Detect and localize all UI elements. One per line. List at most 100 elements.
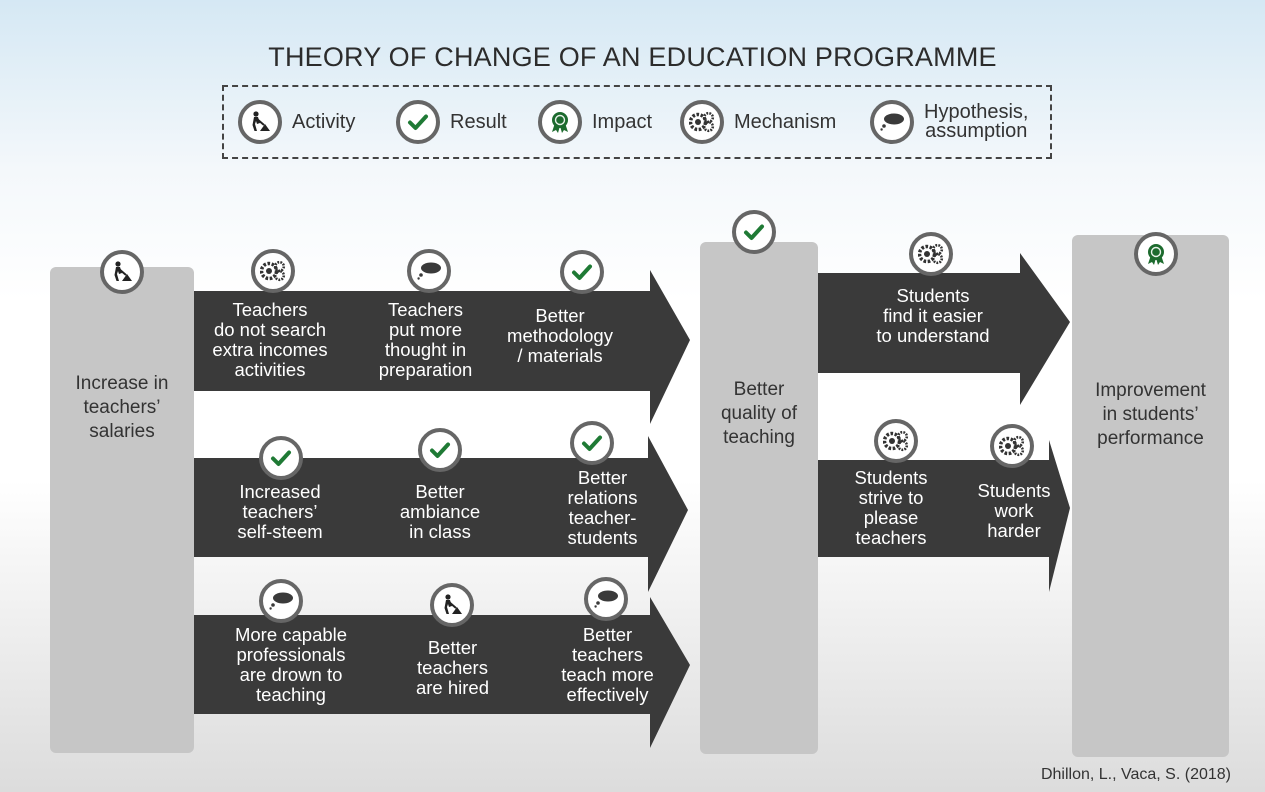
improvement-line: in students’ bbox=[1102, 404, 1199, 425]
text-line: to understand bbox=[876, 325, 990, 346]
quality-line: Better bbox=[733, 379, 785, 400]
gears-icon bbox=[909, 232, 953, 276]
improvement-line: Improvement bbox=[1095, 380, 1206, 401]
text-line: effectively bbox=[566, 684, 649, 705]
text-line: work bbox=[994, 500, 1034, 521]
salaries-line: Increase in bbox=[75, 373, 169, 394]
text-line: activities bbox=[234, 359, 306, 380]
text-line: Teachers bbox=[232, 299, 308, 320]
impact-medal-icon bbox=[1134, 232, 1178, 276]
text-line: teachers’ bbox=[242, 501, 318, 522]
text-line: teachers bbox=[855, 527, 927, 548]
thought-bubble-icon bbox=[870, 100, 914, 144]
text-line: relations bbox=[567, 487, 638, 508]
students-easier-text: Students find it easier to understand bbox=[858, 286, 1008, 346]
text-line: ambiance bbox=[399, 501, 481, 522]
impact-medal-icon bbox=[538, 100, 582, 144]
legend-activity-label: Activity bbox=[292, 110, 356, 133]
row3-text-c: Better teachers teach more effectively bbox=[545, 625, 670, 705]
text-line: Students bbox=[977, 480, 1051, 501]
salaries-line: salaries bbox=[89, 421, 155, 442]
students-work-text: Students work harder bbox=[968, 481, 1060, 541]
check-icon bbox=[732, 210, 776, 254]
text-line: teachers bbox=[572, 644, 643, 665]
text-line: self-steem bbox=[237, 521, 323, 542]
students-strive-text: Students strive to please teachers bbox=[836, 468, 946, 548]
quality-line: quality of bbox=[720, 403, 798, 424]
text-line: Better bbox=[427, 637, 478, 658]
check-icon bbox=[259, 436, 303, 480]
row2-text-c: Better relations teacher- students bbox=[540, 468, 665, 548]
gears-icon bbox=[874, 419, 918, 463]
check-icon bbox=[560, 250, 604, 294]
check-icon bbox=[396, 100, 440, 144]
legend-impact-label: Impact bbox=[592, 110, 653, 133]
text-line: More capable bbox=[234, 624, 348, 645]
improvement-line: performance bbox=[1097, 428, 1204, 449]
legend: Activity Result Impact Mechanism Hypothe… bbox=[222, 85, 1052, 159]
legend-hypothesis-line1: Hypothesis, bbox=[924, 101, 1029, 123]
legend-hypothesis-label: Hypothesis, assumption bbox=[924, 101, 1029, 141]
column-salaries-label: Increase in teachers’ salaries bbox=[50, 372, 194, 444]
column-quality: Better quality of teaching bbox=[700, 242, 818, 754]
legend-mechanism-label: Mechanism bbox=[734, 110, 837, 133]
gears-icon bbox=[251, 249, 295, 293]
arrow-students-strive bbox=[818, 440, 1070, 592]
text-line: harder bbox=[987, 520, 1041, 541]
column-quality-label: Better quality of teaching bbox=[700, 378, 818, 450]
column-improvement: Improvement in students’ performance bbox=[1072, 235, 1229, 757]
text-line: Increased bbox=[239, 481, 321, 502]
row3-text-b: Better teachers are hired bbox=[395, 638, 510, 698]
thought-bubble-icon bbox=[407, 249, 451, 293]
column-salaries: Increase in teachers’ salaries bbox=[50, 267, 194, 753]
text-line: Better bbox=[582, 624, 633, 645]
thought-bubble-icon bbox=[259, 579, 303, 623]
text-line: extra incomes bbox=[212, 339, 328, 360]
activity-icon bbox=[100, 250, 144, 294]
legend-mechanism: Mechanism bbox=[680, 87, 836, 157]
arrow-row1 bbox=[194, 270, 690, 424]
activity-icon bbox=[238, 100, 282, 144]
text-line: teaching bbox=[256, 684, 326, 705]
arrow-students-easier bbox=[818, 253, 1070, 405]
quality-line: teaching bbox=[723, 427, 795, 448]
text-line: professionals bbox=[236, 644, 346, 665]
text-line: teach more bbox=[561, 664, 654, 685]
row3-text-a: More capable professionals are drown to … bbox=[212, 625, 370, 705]
text-line: methodology bbox=[507, 325, 613, 346]
arrow-row2 bbox=[194, 436, 688, 592]
text-line: students bbox=[567, 527, 638, 548]
text-line: Students bbox=[896, 285, 970, 306]
gears-icon bbox=[990, 424, 1034, 468]
gears-icon bbox=[680, 100, 724, 144]
row1-text-a: Teachers do not search extra incomes act… bbox=[200, 300, 340, 380]
text-line: Better bbox=[535, 305, 585, 326]
text-line: strive to bbox=[858, 487, 924, 508]
row2-text-b: Better ambiance in class bbox=[380, 482, 500, 542]
activity-icon bbox=[430, 583, 474, 627]
text-line: / materials bbox=[517, 345, 603, 366]
row1-text-c: Better methodology / materials bbox=[490, 306, 630, 366]
legend-hypothesis: Hypothesis, assumption bbox=[870, 87, 1029, 157]
source-credit: Dhillon, L., Vaca, S. (2018) bbox=[1040, 766, 1231, 783]
check-icon bbox=[570, 421, 614, 465]
text-line: preparation bbox=[378, 359, 473, 380]
text-line: do not search bbox=[213, 319, 327, 340]
text-line: please bbox=[863, 507, 919, 528]
arrow-row3 bbox=[194, 597, 690, 748]
legend-activity: Activity bbox=[238, 87, 355, 157]
legend-result: Result bbox=[396, 87, 507, 157]
text-line: are drown to bbox=[239, 664, 343, 685]
column-improvement-label: Improvement in students’ performance bbox=[1072, 379, 1229, 451]
salaries-line: teachers’ bbox=[83, 397, 161, 418]
row1-text-b: Teachers put more thought in preparation bbox=[363, 300, 488, 380]
text-line: put more bbox=[388, 319, 462, 340]
text-line: Better bbox=[415, 481, 465, 502]
text-line: thought in bbox=[384, 339, 467, 360]
text-line: Teachers bbox=[387, 299, 464, 320]
text-line: find it easier bbox=[883, 305, 983, 326]
text-line: teacher- bbox=[568, 507, 637, 528]
text-line: teachers bbox=[417, 657, 488, 678]
thought-bubble-icon bbox=[584, 577, 628, 621]
